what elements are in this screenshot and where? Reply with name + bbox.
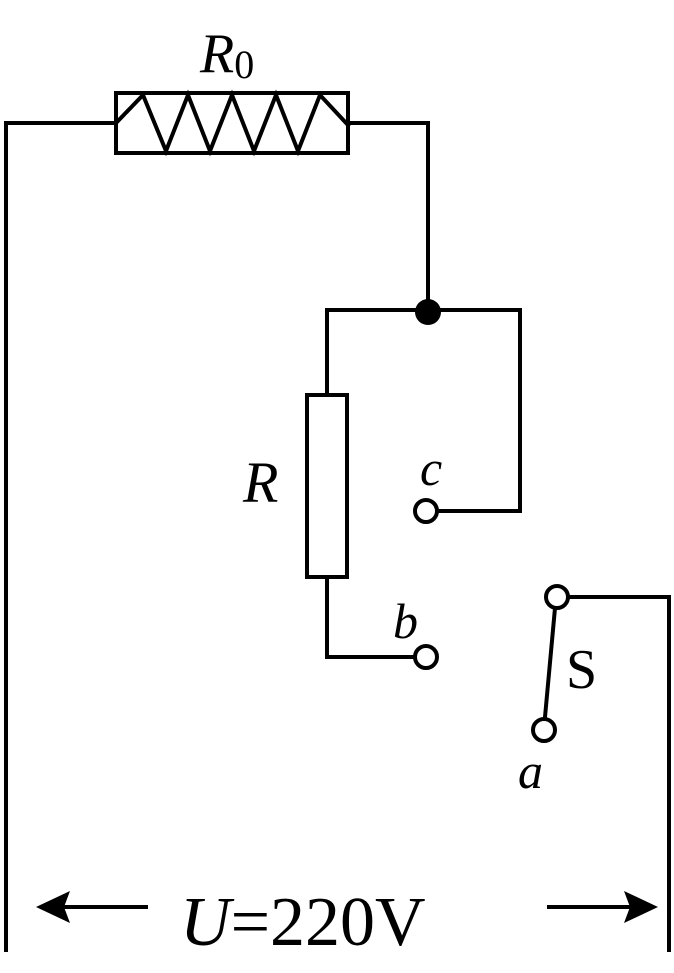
heater-label: R0 <box>199 23 254 87</box>
terminal-c <box>413 498 439 524</box>
wire-resistor-to-b <box>325 575 415 659</box>
wire-heater-to-junction <box>346 121 430 312</box>
terminal-a <box>531 717 557 743</box>
terminal-a-label: a <box>518 743 543 799</box>
switch-blade <box>542 605 558 720</box>
switch-pivot-terminal <box>544 584 570 610</box>
switch-label: S <box>566 639 597 701</box>
supply-value: =220V <box>231 884 426 961</box>
supply-voltage-label: U=220V <box>180 884 426 961</box>
heater-resistor-r0 <box>113 89 351 157</box>
terminal-b <box>413 644 439 670</box>
supply-arrow-right <box>547 891 658 923</box>
terminal-c-label: c <box>420 440 442 496</box>
supply-arrow-left <box>36 891 148 923</box>
junction-dot <box>415 299 441 325</box>
terminal-b-label: b <box>393 593 418 649</box>
heater-symbol: R <box>199 23 234 85</box>
wire-junction-branches <box>325 308 522 513</box>
supply-symbol: U <box>180 884 235 961</box>
resistor-label: R <box>242 450 278 515</box>
resistor-r <box>305 393 349 579</box>
wire-switch-to-supply <box>567 595 671 952</box>
wire-left-supply <box>4 121 118 952</box>
heater-subscript: 0 <box>234 42 254 87</box>
